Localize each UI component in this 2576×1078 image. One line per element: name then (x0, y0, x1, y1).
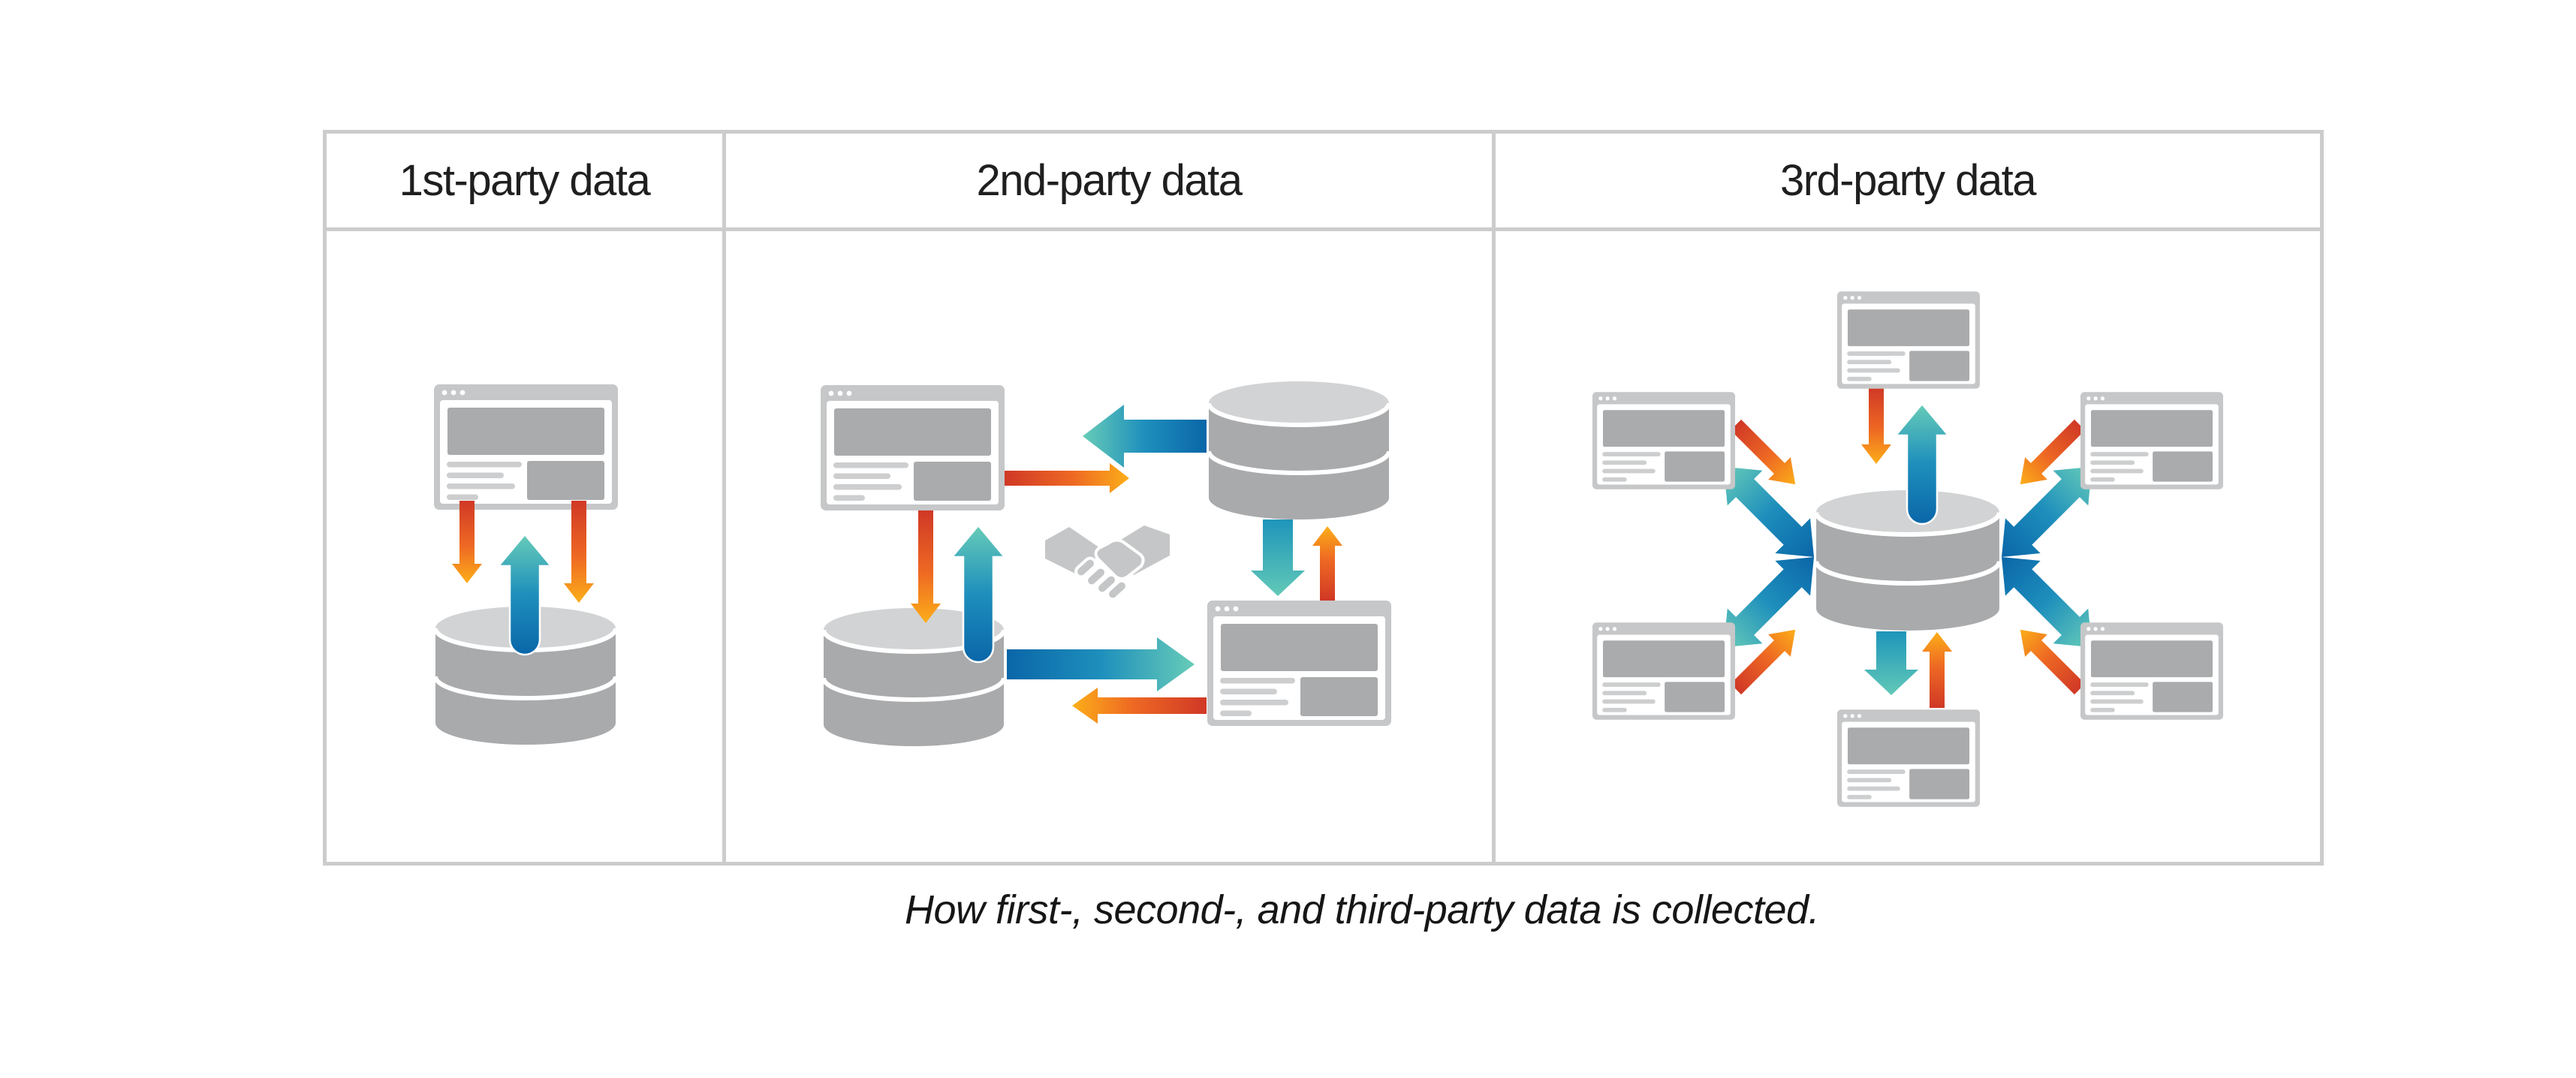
arrow-db-to-site-blue-up (1894, 402, 1951, 525)
arrow-site-to-db-orange-topright (2020, 419, 2086, 485)
panel-2nd-party-diagram (821, 231, 1391, 862)
arrow-own-db-to-site-blue (950, 524, 1007, 664)
header-cell-1st-party: 1st-party data (327, 134, 726, 227)
arrow-db-to-site-teal-down (1864, 631, 1918, 695)
browser-window-icon (2080, 392, 2223, 489)
arrow-site-to-db-orange-topdown (1861, 388, 1891, 464)
browser-window-icon (821, 385, 1005, 510)
column-header-label: 3rd-party data (1779, 156, 2037, 205)
arrow-partner-db-to-site-teal-down (1251, 519, 1305, 596)
comparison-table: 1st-party data 2nd-party data 3rd-party … (323, 130, 2324, 866)
database-icon (1209, 381, 1389, 519)
arrow-db-to-site-blue-upleft (1723, 466, 1814, 557)
browser-window-icon (1837, 291, 1980, 389)
arrow-partner-site-to-db-orange (1072, 688, 1207, 724)
arrow-site-to-own-db-orange (911, 510, 941, 623)
figure-caption: How first-, second-, and third-party dat… (905, 887, 1820, 932)
browser-window-icon (2080, 622, 2223, 720)
arrow-db-to-site-blue-up (496, 533, 553, 656)
arrow-site-to-partner-db-orange (1005, 463, 1129, 493)
arrow-site-to-db-orange-topleft (1730, 419, 1796, 485)
table-body-row (327, 231, 2320, 862)
arrow-site-to-db-orange-bottomup (1922, 632, 1952, 708)
arrow-site-to-db-orange-bottomleft (1730, 629, 1796, 695)
arrow-db-to-site-blue-downright (2002, 557, 2092, 648)
arrow-site-to-partner-db-orange-up (1312, 526, 1342, 601)
browser-window-icon (1592, 622, 1735, 720)
arrow-db-to-site-blue-downleft (1723, 557, 1814, 648)
panel-3rd-party (1496, 231, 2320, 862)
arrow-own-db-to-partner-site-blue (1007, 637, 1195, 691)
arrow-partner-db-to-site-blue (1083, 405, 1207, 468)
browser-window-icon (434, 384, 618, 510)
panel-1st-party (327, 231, 726, 862)
column-header-label: 1st-party data (399, 156, 651, 205)
table-header-row: 1st-party data 2nd-party data 3rd-party … (327, 134, 2320, 231)
column-header-label: 2nd-party data (976, 156, 1243, 205)
panel-1st-party-diagram (327, 384, 618, 862)
arrow-site-to-db-orange-left (452, 501, 482, 583)
browser-window-icon (1592, 392, 1735, 489)
panel-3rd-party-diagram (1592, 291, 2223, 807)
arrow-site-to-db-orange-right (564, 501, 594, 603)
header-cell-3rd-party: 3rd-party data (1496, 134, 2320, 227)
arrow-site-to-db-orange-bottomright (2020, 629, 2086, 695)
browser-window-icon (1207, 601, 1391, 726)
header-cell-2nd-party: 2nd-party data (726, 134, 1496, 227)
browser-window-icon (1837, 709, 1980, 807)
handshake-icon (1044, 524, 1171, 603)
panel-2nd-party (726, 231, 1496, 862)
arrow-db-to-site-blue-upright (2002, 466, 2092, 557)
